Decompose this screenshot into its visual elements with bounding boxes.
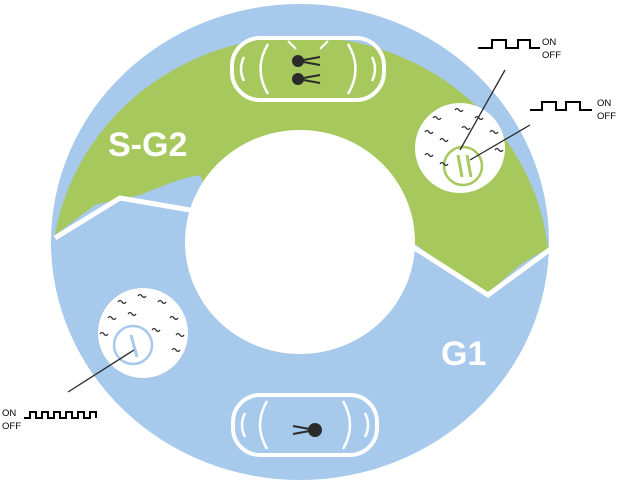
sg2-nucleus-inset	[415, 69, 531, 193]
phase-label-g1: G1	[441, 335, 486, 373]
tilde-wave-icon	[99, 293, 185, 353]
ring-center-hole	[185, 130, 415, 354]
tilde-wave-icon	[424, 107, 504, 167]
phase-divider-right	[408, 242, 554, 299]
car-icon-sg2	[230, 36, 386, 102]
phase-label-sg2: S-G2	[108, 126, 187, 164]
cell-pair-icon	[292, 55, 321, 85]
signal-on-label-middle: ON	[597, 98, 611, 109]
square-pulse-icon-middle	[530, 101, 592, 111]
signal-on-label-top: ON	[542, 37, 556, 48]
cell-icon	[292, 423, 322, 437]
signal-off-label-middle: OFF	[597, 111, 616, 122]
g1-nucleus-inset	[67, 288, 188, 393]
signal-off-label-top: OFF	[542, 50, 561, 61]
signal-on-label-left: ON	[2, 408, 16, 419]
square-pulse-icon-left	[24, 411, 97, 419]
phase-divider-left	[53, 195, 191, 241]
car-icon-g1	[231, 393, 379, 457]
square-pulse-icon-top	[478, 39, 540, 49]
signal-off-label-left: OFF	[2, 421, 21, 432]
